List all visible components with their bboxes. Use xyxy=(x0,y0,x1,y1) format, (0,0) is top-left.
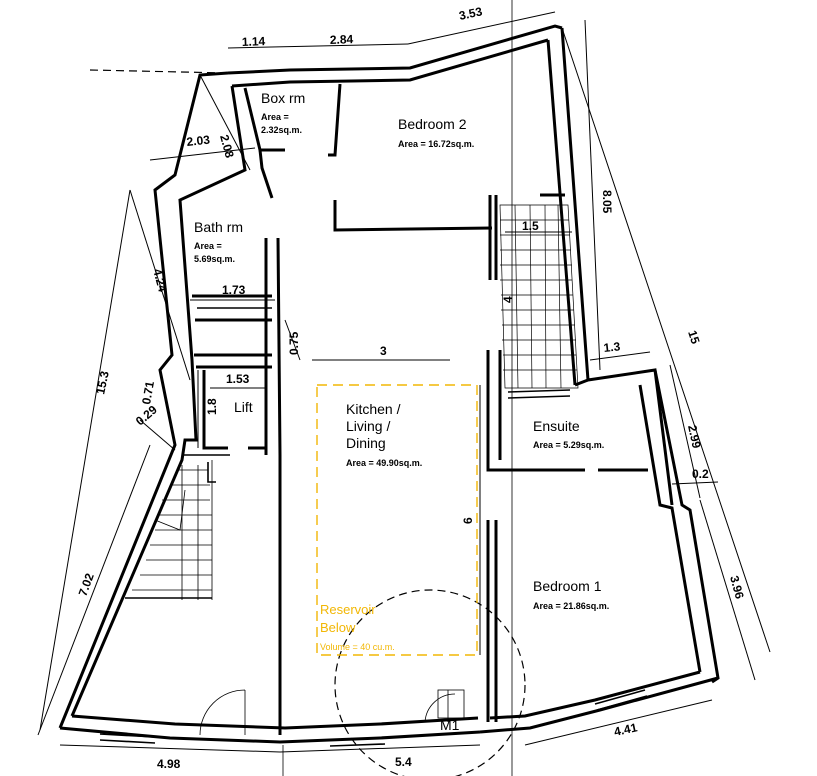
dim-5-4: 5.4 xyxy=(395,755,412,769)
box-room-area-line1: Area = xyxy=(261,112,289,122)
dim-2-08: 2.08 xyxy=(217,133,237,159)
dim-0-71: 0.71 xyxy=(139,380,157,406)
staircase xyxy=(125,454,230,600)
bedroom1-area: Area = 21.86sq.m. xyxy=(533,601,609,611)
dim-1-5: 1.5 xyxy=(522,219,539,233)
dim-1-3: 1.3 xyxy=(603,339,621,355)
dim-0-29: 0.29 xyxy=(133,402,160,428)
room-labels: Box rm Area = 2.32sq.m. Bedroom 2 Area =… xyxy=(194,90,609,733)
marker-m1: M1 xyxy=(440,717,460,733)
dim-4: 4 xyxy=(501,296,515,303)
dim-1-73: 1.73 xyxy=(222,283,246,297)
reservoir-volume: Volume = 40 cu.m. xyxy=(320,642,395,652)
dimension-lines xyxy=(37,11,771,753)
reservoir-label-line1: Reservoir xyxy=(320,602,376,617)
dim-3: 3 xyxy=(380,344,387,358)
box-room-label: Box rm xyxy=(261,90,305,106)
box-room-area-line2: 2.32sq.m. xyxy=(261,125,302,135)
dim-8-05: 8.05 xyxy=(600,190,614,214)
ensuite-area: Area = 5.29sq.m. xyxy=(533,440,604,450)
bath-room-area-line2: 5.69sq.m. xyxy=(194,254,235,264)
dim-2-03: 2.03 xyxy=(186,133,211,149)
bath-room-label: Bath rm xyxy=(194,219,243,235)
dim-2-99: 2.99 xyxy=(685,424,704,450)
bedroom2-area: Area = 16.72sq.m. xyxy=(398,139,474,149)
dim-3-96: 3.96 xyxy=(727,574,747,600)
dim-1-53: 1.53 xyxy=(226,372,250,386)
dim-4-24: 4.24 xyxy=(150,267,170,293)
dim-4-41: 4.41 xyxy=(613,720,639,739)
dim-7-02: 7.02 xyxy=(76,571,97,598)
kitchen-label-line1: Kitchen / xyxy=(346,401,401,417)
bath-room-area-line1: Area = xyxy=(194,241,222,251)
dim-3-53: 3.53 xyxy=(458,4,484,23)
reservoir-label-line2: Below xyxy=(320,620,356,635)
kitchen-area: Area = 49.90sq.m. xyxy=(346,458,422,468)
shower-tiles xyxy=(499,204,579,389)
dim-2-84: 2.84 xyxy=(330,32,354,47)
dim-6: 6 xyxy=(461,517,475,524)
dim-1-8: 1.8 xyxy=(205,398,219,415)
interior-walls xyxy=(192,83,648,735)
dim-0-2: 0.2 xyxy=(692,467,709,481)
dim-0-75: 0.75 xyxy=(287,331,301,355)
reservoir-outline xyxy=(316,384,478,656)
bedroom2-label: Bedroom 2 xyxy=(398,116,467,132)
ensuite-label: Ensuite xyxy=(533,418,580,434)
dim-4-98: 4.98 xyxy=(157,757,181,771)
dim-15: 15 xyxy=(685,329,703,346)
exterior-walls xyxy=(58,24,720,747)
dim-1-14: 1.14 xyxy=(242,34,266,49)
bedroom1-label: Bedroom 1 xyxy=(533,578,602,594)
kitchen-label-line3: Dining xyxy=(346,435,386,451)
kitchen-label-line2: Living / xyxy=(346,418,390,434)
lift-label: Lift xyxy=(234,399,253,415)
doors xyxy=(199,589,526,776)
dim-15-3: 15.3 xyxy=(93,370,112,396)
